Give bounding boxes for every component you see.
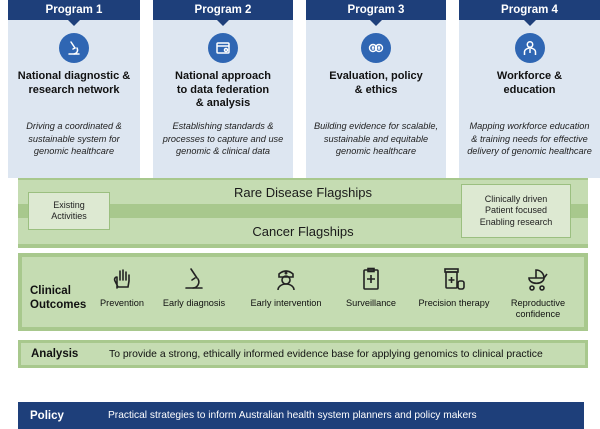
microscope-icon: [59, 33, 89, 63]
hand-icon: [113, 269, 130, 289]
program-4-tab: Program 4: [459, 0, 600, 26]
outcome-early-diagnosis: Early diagnosis: [156, 266, 232, 309]
outcome-prevention: Prevention: [90, 266, 154, 309]
program-3-description: Building evidence for scalable, sustaina…: [313, 121, 439, 156]
program-2-description: Establishing standards & processes to ca…: [162, 121, 284, 156]
program-1-description: Driving a coordinated & sustainable syst…: [26, 121, 122, 156]
outcome-precision-therapy: Precision therapy: [410, 266, 498, 309]
flagship-principles-box: Clinically driven Patient focused Enabli…: [461, 184, 571, 238]
analysis-bar: Analysis To provide a strong, ethically …: [18, 340, 588, 368]
folder-icon: [208, 33, 238, 63]
program-3-tab: Program 3: [306, 0, 446, 26]
program-1-column: Program 1 National diagnostic & research…: [8, 0, 140, 178]
person-icon: [514, 33, 545, 63]
pram-icon: [528, 269, 548, 291]
program-2-column: Program 2 National approach to data fede…: [153, 0, 293, 178]
microscope-icon: [185, 268, 203, 289]
program-4-description: Mapping workforce education & training n…: [467, 121, 592, 156]
program-4-title: Workforce & education: [496, 70, 563, 96]
clinical-outcomes-label: Clinical Outcomes: [30, 285, 87, 311]
nurse-icon: [277, 270, 295, 291]
medicine-icon: [444, 268, 465, 290]
outcome-reproductive-confidence: Reproductive confidence: [500, 266, 576, 320]
analysis-text: To provide a strong, ethically informed …: [109, 348, 543, 360]
program-3-column: Program 3 Evaluation, policy & ethics Bu…: [306, 0, 446, 178]
analysis-label: Analysis: [31, 348, 79, 360]
program-1-tab: Program 1: [8, 0, 140, 26]
policy-bar: Policy Practical strategies to inform Au…: [18, 402, 584, 429]
program-3-title: Evaluation, policy & ethics: [329, 70, 423, 96]
policy-label: Policy: [30, 409, 64, 422]
clipboard-icon: [363, 267, 379, 290]
program-2-title: National approach to data federation & a…: [175, 70, 271, 109]
clinical-outcomes-inner: [22, 257, 584, 327]
existing-activities-box: Existing Activities: [28, 192, 110, 230]
program-4-column: Program 4 Workforce & education Mapping …: [459, 0, 600, 178]
outcome-surveillance: Surveillance: [336, 266, 406, 309]
program-2-tab: Program 2: [153, 0, 293, 26]
program-1-title: National diagnostic & research network: [17, 70, 131, 96]
dna-exchange-icon: [361, 33, 391, 63]
outcome-early-intervention: Early intervention: [238, 266, 334, 309]
policy-text: Practical strategies to inform Australia…: [108, 410, 477, 421]
